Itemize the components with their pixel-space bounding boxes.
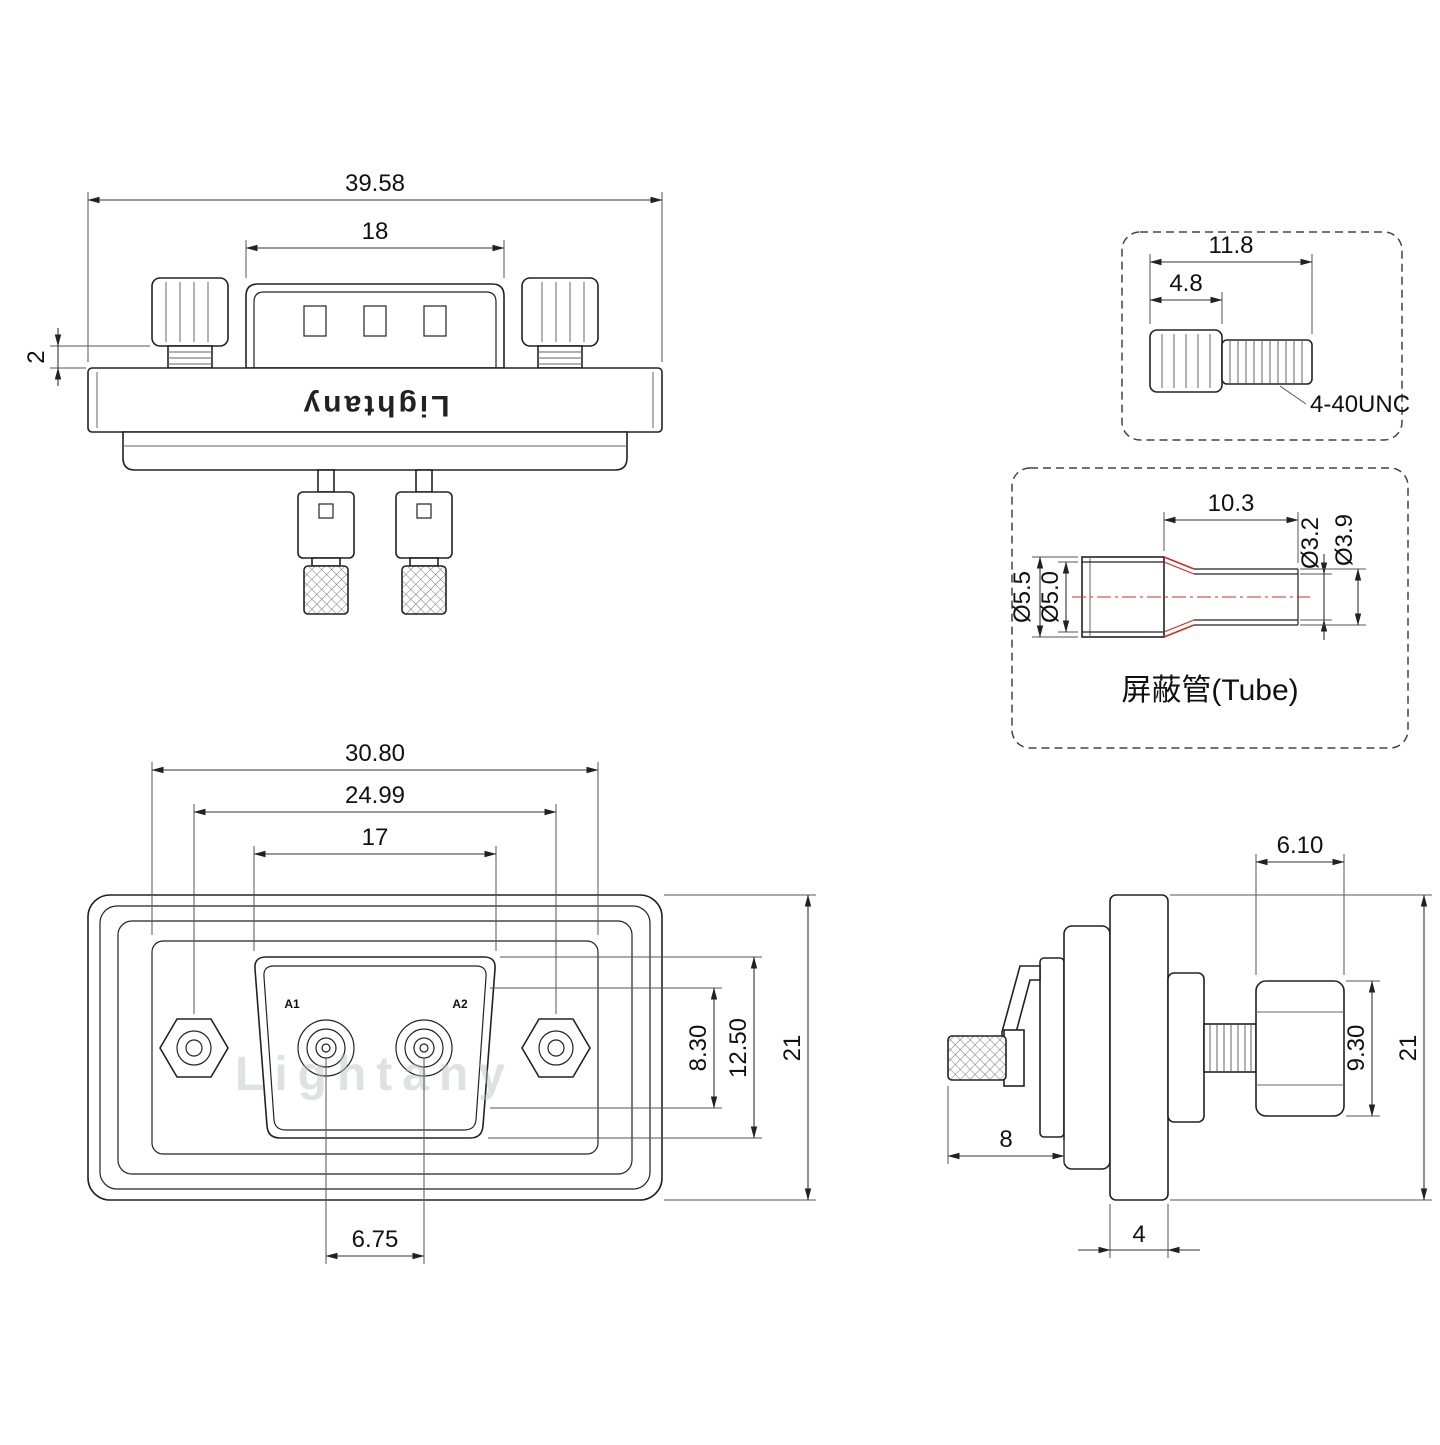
knurled-barrel-side — [947, 1035, 1007, 1081]
screw-shaft — [1221, 339, 1313, 385]
dim-top-standoff: 2 — [23, 328, 150, 386]
dim-label-21-side: 21 — [1395, 1035, 1422, 1062]
rear-step — [1039, 957, 1065, 1138]
front-face-plate — [151, 940, 599, 1155]
thumbscrew-head-left — [151, 277, 229, 347]
crimp-ring — [1003, 1029, 1025, 1087]
tube-label: 屏蔽管(Tube) — [1121, 674, 1298, 707]
dim-label-30-80: 30.80 — [345, 740, 405, 767]
dim-side-tail: 8 — [947, 1086, 1065, 1164]
dim-label-21-front: 21 — [779, 1035, 806, 1062]
dim-front-w3: 17 — [253, 824, 497, 951]
dsub-shell-inner — [253, 291, 497, 369]
dim-label-8-30: 8.30 — [685, 1025, 712, 1072]
tube-body — [1072, 556, 1310, 638]
dim-label-3-9: Ø3.9 — [1331, 514, 1358, 566]
plug-top-body: Lightany — [87, 277, 663, 615]
shell-slot — [423, 305, 447, 337]
shell-slot — [363, 305, 387, 337]
contact-label-a1: A1 — [284, 997, 300, 1011]
brand-text: Lightany — [301, 389, 450, 422]
thumbscrew-spring-right — [537, 345, 583, 369]
dim-front-h2: 12.50 — [488, 956, 762, 1139]
dim-label-10-3: 10.3 — [1208, 490, 1255, 517]
terminal-1 — [297, 469, 355, 615]
top-view: Lightany 39.58 18 2 — [23, 170, 663, 615]
dim-label-3-2: Ø3.2 — [1297, 517, 1324, 569]
terminal-2 — [395, 469, 453, 615]
dim-label-4: 4 — [1132, 1221, 1145, 1248]
tube-detail-box — [1011, 467, 1409, 749]
insert-inner-outline — [263, 965, 487, 1131]
dim-label-6-10: 6.10 — [1277, 832, 1324, 859]
rear-insulator — [1063, 925, 1111, 1170]
side-flange — [1109, 894, 1169, 1201]
dim-label-12-50: 12.50 — [725, 1018, 752, 1078]
dim-top-overall-width: 39.58 — [87, 170, 663, 362]
dim-label-17: 17 — [362, 824, 389, 851]
dim-tube-length: 10.3 — [1163, 490, 1299, 563]
dim-label-9-30: 9.30 — [1343, 1025, 1370, 1072]
dim-tube-id-large: Ø5.0 — [1037, 561, 1078, 633]
dim-label-4-8: 4.8 — [1169, 270, 1202, 297]
dim-tube-od-small: Ø3.9 — [1300, 514, 1366, 626]
dim-tube-od-large: Ø5.5 — [1009, 556, 1078, 638]
screw-body — [1149, 329, 1313, 393]
dim-label-6-75: 6.75 — [352, 1226, 399, 1253]
side-shell — [1167, 972, 1205, 1123]
dim-side-head-length: 6.10 — [1255, 832, 1345, 975]
side-screw-threads — [1203, 1023, 1257, 1073]
watermark: Lightany — [235, 1048, 515, 1101]
dim-front-h1: 8.30 — [490, 987, 722, 1109]
front-body: A1 A2 Lightany — [87, 894, 663, 1201]
dim-top-shell-width: 18 — [245, 218, 505, 278]
front-view: A1 A2 Lightany 30.80 24.99 17 6.75 — [87, 740, 816, 1264]
dsub-shell — [245, 283, 505, 369]
dim-side-flange-thickness: 4 — [1078, 1204, 1200, 1258]
dim-side-height: 21 — [1170, 894, 1432, 1201]
dim-label-18: 18 — [362, 218, 389, 245]
insert-outline — [254, 956, 496, 1139]
thumbscrew-head-right — [521, 277, 599, 347]
dim-label-11-8: 11.8 — [1209, 232, 1254, 259]
dim-front-w2: 24.99 — [193, 782, 557, 1014]
insulator-body — [122, 431, 628, 471]
dim-side-head-dia: 9.30 — [1343, 980, 1380, 1117]
dim-label-24-99: 24.99 — [345, 782, 405, 809]
dim-label-39-58: 39.58 — [345, 170, 405, 197]
side-body — [947, 894, 1345, 1201]
dim-front-w1: 30.80 — [151, 740, 599, 935]
tube-detail: 10.3 Ø5.5 Ø5.0 Ø3.2 Ø3.9 屏蔽管( — [1009, 467, 1409, 749]
dim-label-5-5: Ø5.5 — [1009, 571, 1036, 623]
thumbscrew-spring-left — [167, 345, 213, 369]
thread-label: 4-40UNC — [1310, 391, 1410, 418]
knurled-barrel — [401, 565, 447, 615]
dim-front-h3: 21 — [664, 894, 816, 1201]
dim-label-2: 2 — [23, 350, 50, 363]
contact-label-a2: A2 — [452, 997, 468, 1011]
knurled-barrel — [303, 565, 349, 615]
front-gasket-1 — [99, 905, 651, 1190]
side-view: 6.10 9.30 21 8 4 — [947, 832, 1432, 1258]
dim-screw-head: 4.8 — [1149, 270, 1223, 324]
dim-label-8: 8 — [999, 1126, 1012, 1153]
bent-terminal-tab — [1001, 965, 1041, 1041]
side-screw-head — [1255, 980, 1345, 1117]
thread-callout: 4-40UNC — [1279, 385, 1410, 418]
dim-label-5-0: Ø5.0 — [1037, 571, 1064, 623]
screw-detail: 11.8 4.8 4-40UNC — [1121, 231, 1410, 441]
dim-front-pitch: 6.75 — [325, 1058, 425, 1264]
front-gasket-2 — [117, 920, 633, 1175]
screw-detail-box — [1121, 231, 1403, 441]
hex-nut-right — [521, 1018, 591, 1078]
hex-nut-left — [159, 1018, 229, 1078]
shell-slot — [303, 305, 327, 337]
dim-screw-length: 11.8 — [1149, 232, 1313, 334]
dim-tube-id-small: Ø3.2 — [1297, 517, 1332, 640]
